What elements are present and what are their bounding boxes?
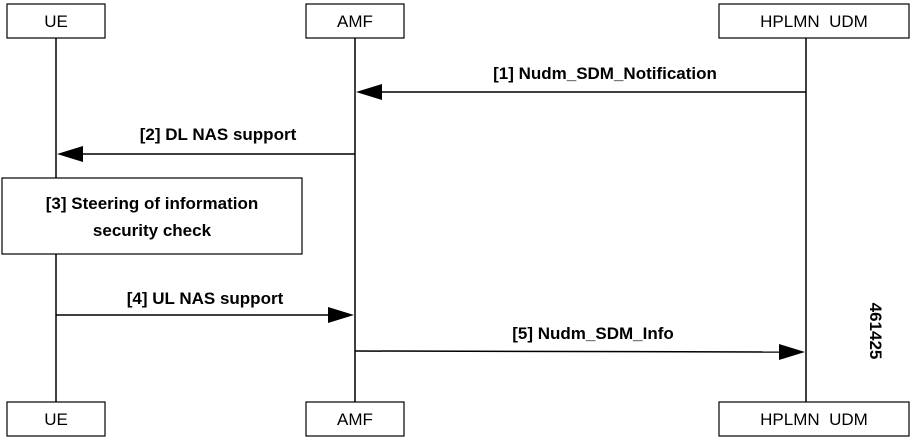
process-box-line-2: security check: [93, 221, 212, 240]
message-1-label: [1] Nudm_SDM_Notification: [493, 64, 717, 83]
message-4-arrow: [56, 307, 354, 323]
ue-box-top: UE: [6, 3, 106, 39]
process-box-3: [3] Steering of information security che…: [1, 177, 303, 255]
udm-label-top: HPLMN UDM: [760, 12, 868, 31]
message-2-arrow: [57, 146, 355, 162]
message-5-arrow: [354, 344, 805, 360]
amf-box-bottom: AMF: [305, 401, 405, 437]
process-box-line-1: [3] Steering of information: [46, 194, 259, 213]
amf-label-bottom: AMF: [337, 410, 373, 429]
amf-label-top: AMF: [337, 12, 373, 31]
ue-box-bottom: UE: [6, 401, 106, 437]
message-1-arrow: [356, 84, 806, 100]
message-4-label: [4] UL NAS support: [127, 289, 284, 308]
figure-id: 461425: [866, 303, 885, 360]
ue-label-top: UE: [44, 12, 68, 31]
udm-label-bottom: HPLMN UDM: [760, 410, 868, 429]
udm-box-top: HPLMN UDM: [718, 3, 910, 39]
message-2-label: [2] DL NAS support: [140, 125, 297, 144]
message-5-label: [5] Nudm_SDM_Info: [512, 324, 674, 343]
udm-box-bottom: HPLMN UDM: [718, 401, 910, 437]
amf-box-top: AMF: [305, 3, 405, 39]
ue-label-bottom: UE: [44, 410, 68, 429]
